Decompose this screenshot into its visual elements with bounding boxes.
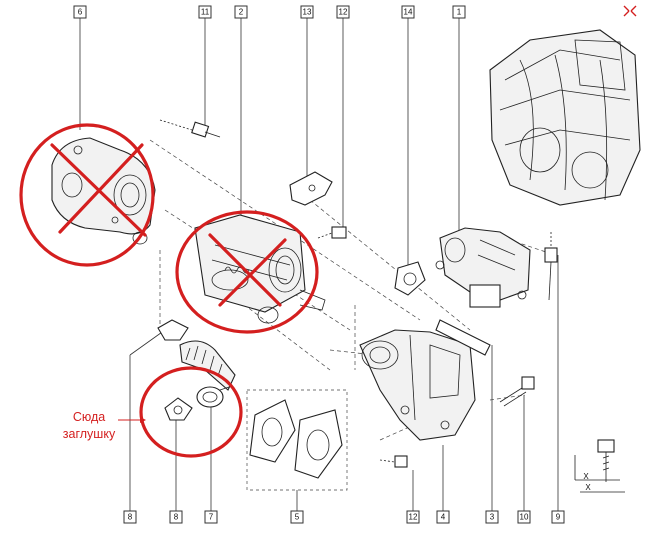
inset-x-label-1: X xyxy=(583,472,589,481)
part-10-bolt xyxy=(499,376,535,407)
svg-text:6: 6 xyxy=(78,8,83,17)
svg-text:12: 12 xyxy=(409,513,418,522)
callout-12-bottom: 12 xyxy=(406,510,420,524)
svg-text:12: 12 xyxy=(339,8,348,17)
part-12-bolt-bottom xyxy=(379,455,408,468)
callout-6: 6 xyxy=(73,5,87,19)
part-14-gasket xyxy=(394,261,426,296)
callout-2: 2 xyxy=(234,5,248,19)
red-arrow-head xyxy=(140,417,146,423)
callout-5: 5 xyxy=(290,510,304,524)
inset-x-label-2: X xyxy=(585,483,591,492)
svg-text:11: 11 xyxy=(201,8,210,17)
callout-1: 1 xyxy=(452,5,466,19)
part-12-bolt-top xyxy=(317,226,347,239)
leader-lines xyxy=(79,18,559,513)
part-7-pipe xyxy=(196,385,233,408)
callout-13: 13 xyxy=(300,5,314,19)
svg-text:5: 5 xyxy=(295,513,300,522)
svg-text:9: 9 xyxy=(556,513,561,522)
part-8-clamp-lower xyxy=(164,397,193,421)
callout-14: 14 xyxy=(401,5,415,19)
red-circle-plug-location xyxy=(139,366,243,458)
svg-text:8: 8 xyxy=(128,513,133,522)
part-2-cooler xyxy=(194,214,326,324)
svg-text:8: 8 xyxy=(174,513,179,522)
part-13-bracket xyxy=(289,171,333,206)
corner-resize-icon xyxy=(623,5,637,17)
callout-8-bottom: 8 xyxy=(169,510,183,524)
svg-text:7: 7 xyxy=(209,513,214,522)
callout-8-left: 8 xyxy=(123,510,137,524)
red-circle-part-2 xyxy=(175,210,319,334)
callouts: 6 11 2 13 12 14 1 8 8 7 5 12 4 3 10 9 xyxy=(73,5,565,524)
svg-text:14: 14 xyxy=(404,8,413,17)
svg-text:3: 3 xyxy=(490,513,495,522)
callout-4: 4 xyxy=(436,510,450,524)
svg-text:13: 13 xyxy=(303,8,312,17)
svg-text:1: 1 xyxy=(457,8,462,17)
callout-11-top: 11 xyxy=(198,5,212,19)
inset-axis-icon: X X xyxy=(574,439,625,493)
part-11-bolt xyxy=(159,119,221,138)
callout-7: 7 xyxy=(204,510,218,524)
plug-annotation-text: Сюда заглушку xyxy=(44,409,134,443)
part-5-gaskets xyxy=(249,399,343,479)
red-circle-part-6 xyxy=(19,123,155,267)
plug-annotation-line-1: Сюда xyxy=(72,410,106,424)
part-9-bolt xyxy=(544,232,558,301)
part-4-body xyxy=(359,319,491,441)
engine-thumbnail xyxy=(489,29,641,206)
svg-text:4: 4 xyxy=(441,513,446,522)
plug-annotation-line-2: заглушку xyxy=(62,427,116,441)
part-8-clamp-upper xyxy=(157,319,189,341)
callout-9: 9 xyxy=(551,510,565,524)
red-annotations xyxy=(19,123,319,458)
svg-text:10: 10 xyxy=(520,513,529,522)
callout-10: 10 xyxy=(517,510,531,524)
svg-text:2: 2 xyxy=(239,8,244,17)
part-1-egr-valve xyxy=(435,227,531,308)
callout-3: 3 xyxy=(485,510,499,524)
callout-12-top: 12 xyxy=(336,5,350,19)
